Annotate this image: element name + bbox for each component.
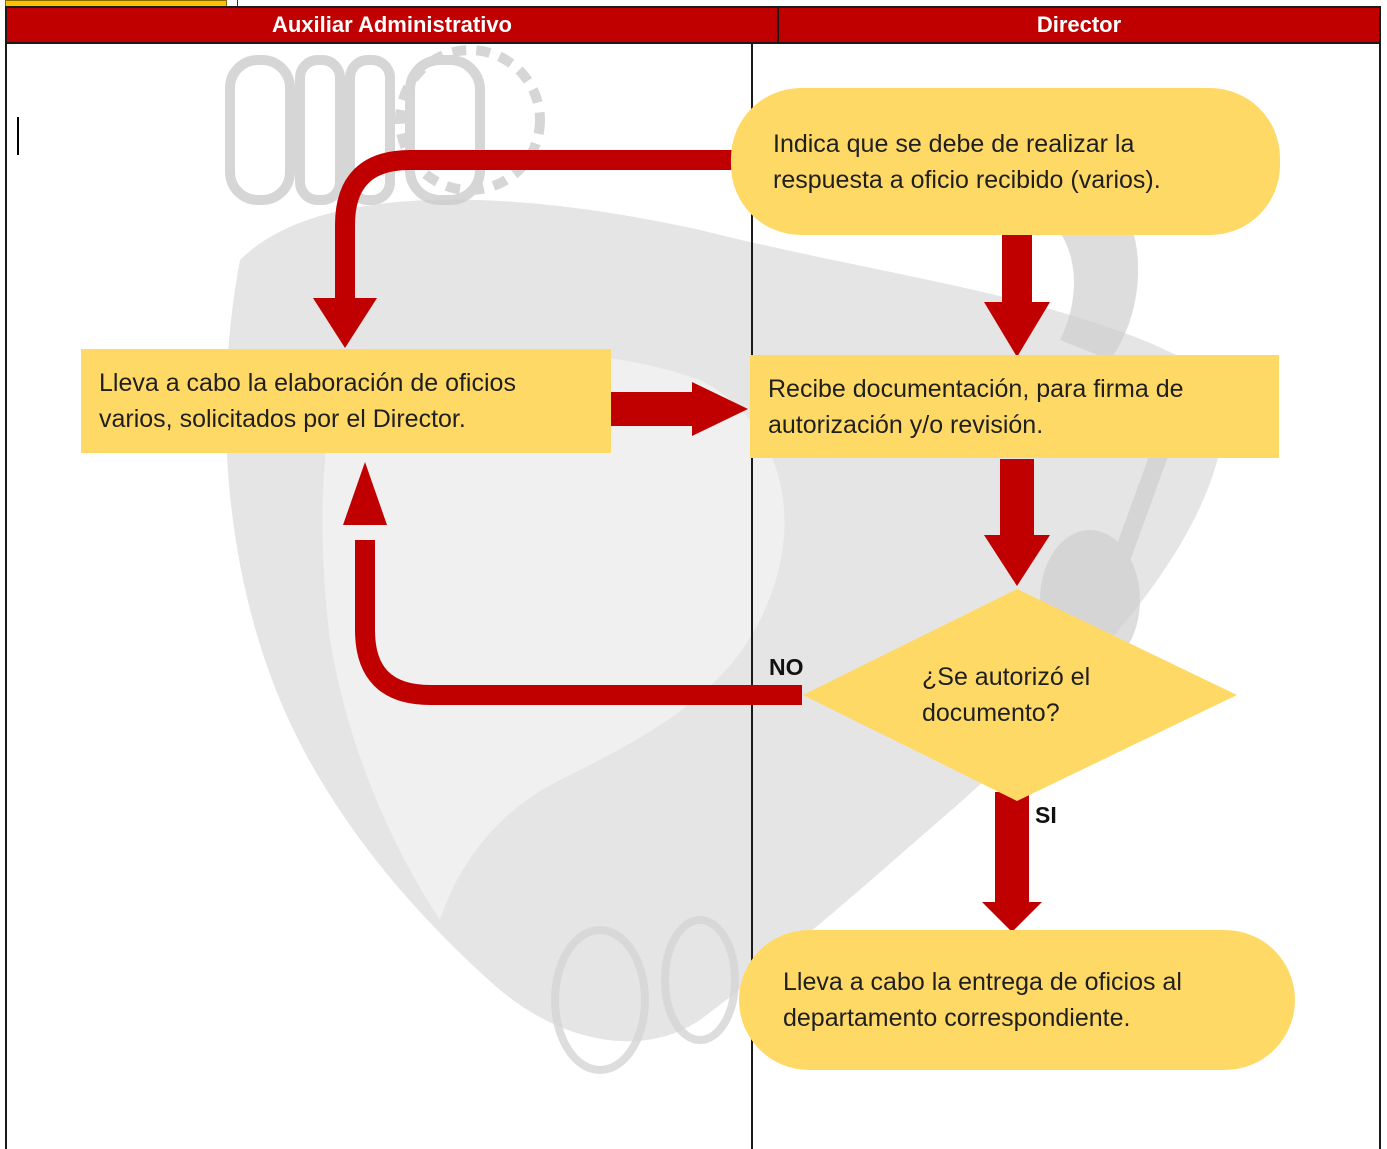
- lane-header-auxiliar: Auxiliar Administrativo: [5, 6, 779, 44]
- lane-border-right: [1379, 44, 1381, 1149]
- lane-header-director: Director: [777, 6, 1381, 44]
- connector-start-to-recibe: [1002, 230, 1032, 304]
- arrowhead-into-elaboracion-top: [313, 298, 377, 348]
- section-tab-divider: [227, 0, 238, 8]
- connector-recibe-to-decision: [1000, 459, 1034, 537]
- edge-label-no: NO: [769, 654, 804, 680]
- arrowhead-into-decision: [984, 535, 1050, 586]
- connector-elaboracion-to-recibe: [611, 392, 695, 426]
- start-terminal-text: Indica que se debe de realizar la respue…: [773, 129, 1161, 194]
- decision-text: ¿Se autorizó el documento?: [922, 663, 1091, 727]
- end-terminal-text: Lleva a cabo la entrega de oficios al de…: [783, 968, 1182, 1032]
- connector-si-to-end: [995, 792, 1029, 904]
- edge-label-si: SI: [1035, 802, 1057, 828]
- process-elaboracion: Lleva a cabo la elaboración de oficios v…: [81, 349, 611, 453]
- process-elaboracion-text: Lleva a cabo la elaboración de oficios v…: [99, 369, 516, 433]
- arrowhead-into-end: [982, 902, 1042, 932]
- decision-label: ¿Se autorizó el documento?: [922, 650, 1122, 740]
- start-terminal: Indica que se debe de realizar la respue…: [731, 88, 1280, 235]
- arrowhead-start-to-recibe: [984, 302, 1050, 357]
- lane-border-left: [5, 44, 7, 1149]
- decision-diamond: [803, 589, 1237, 801]
- arrowhead-into-recibe: [692, 382, 748, 436]
- connector-start-to-elaboracion: [335, 150, 740, 300]
- process-recibe-text: Recibe documentación, para firma de auto…: [768, 374, 1184, 439]
- connector-no-to-elaboracion: [355, 540, 802, 705]
- arrowhead-into-elaboracion-bottom: [343, 462, 387, 525]
- lane-divider: [751, 44, 753, 1149]
- swimlane-header: Auxiliar Administrativo Director: [5, 6, 1381, 44]
- end-terminal: Lleva a cabo la entrega de oficios al de…: [739, 930, 1295, 1070]
- text-cursor: [17, 117, 19, 155]
- process-recibe: Recibe documentación, para firma de auto…: [750, 355, 1279, 458]
